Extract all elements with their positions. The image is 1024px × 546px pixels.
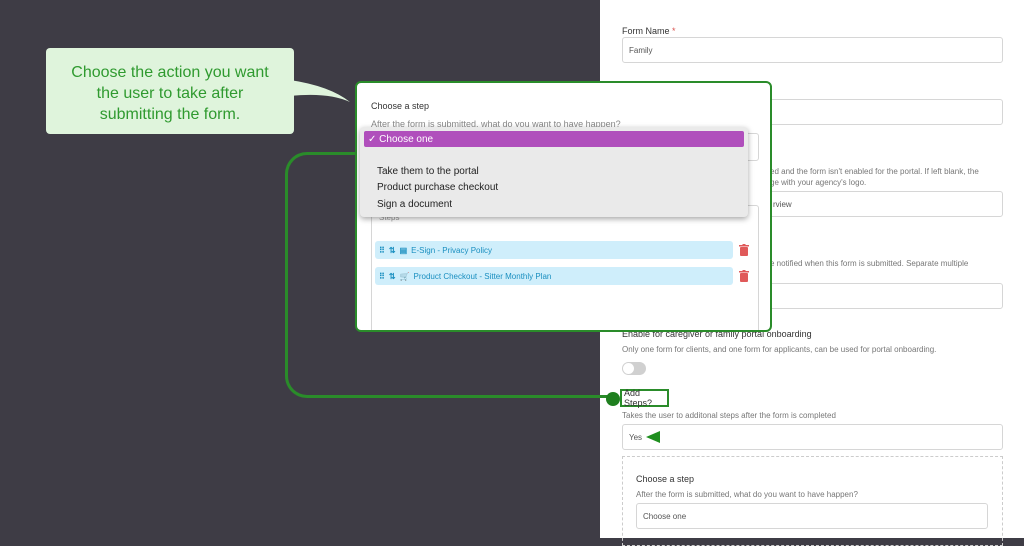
trash-icon[interactable] <box>739 270 749 282</box>
form-name-label: Form Name * <box>622 26 676 36</box>
dropdown-option-sign[interactable]: Sign a document <box>377 199 453 210</box>
callout-line-3: submitting the form. <box>99 106 241 123</box>
cart-icon: 🛒 <box>399 271 410 281</box>
portal-onboarding-description: Only one form for clients, and one form … <box>622 345 937 354</box>
logo-description-2: ge with your agency's logo. <box>770 178 867 187</box>
dropdown-option-selected[interactable]: ✓ Choose one <box>364 131 744 147</box>
callout-line-1: Choose the action you want <box>71 64 269 81</box>
dropdown-option-portal[interactable]: Take them to the portal <box>377 166 479 177</box>
steps-label: Steps <box>379 213 400 222</box>
notify-description: e notified when this form is submitted. … <box>770 259 969 268</box>
step-dropdown-menu: ✓ Choose one Take them to the portal Pro… <box>360 127 748 217</box>
drag-handle-icon[interactable]: ⠿ <box>379 245 385 255</box>
dropdown-option-checkout[interactable]: Product purchase checkout <box>377 182 499 193</box>
toggle-knob <box>623 363 634 374</box>
add-steps-select[interactable]: Yes <box>622 424 1003 450</box>
choose-step-select[interactable]: Choose one <box>636 503 988 529</box>
add-steps-label: Add Steps? <box>620 388 669 408</box>
sort-icon: ⇅ <box>388 245 396 255</box>
trash-icon[interactable] <box>739 244 749 256</box>
logo-description: ed and the form isn't enabled for the po… <box>770 167 979 176</box>
step-item[interactable]: ⠿ ⇅ ▤ E-Sign - Privacy Policy <box>375 241 733 259</box>
portal-onboarding-toggle[interactable] <box>622 362 646 375</box>
drag-handle-icon[interactable]: ⠿ <box>379 271 385 281</box>
connector-dot <box>606 392 620 406</box>
step-label: Product Checkout - Sitter Monthly Plan <box>413 271 552 281</box>
zoom-subtitle: After the form is submitted, what do you… <box>371 119 621 129</box>
step-label: E-Sign - Privacy Policy <box>411 245 493 255</box>
step-item[interactable]: ⠿ ⇅ 🛒 Product Checkout - Sitter Monthly … <box>375 267 733 285</box>
pointer-arrow-icon <box>646 431 660 443</box>
portal-onboarding-label: Enable for caregiver or family portal on… <box>622 329 812 339</box>
form-name-input[interactable]: Family <box>622 37 1003 63</box>
sort-icon: ⇅ <box>388 271 396 281</box>
zoom-title: Choose a step <box>371 101 430 111</box>
callout-bubble: Choose the action you want the user to t… <box>46 48 294 134</box>
document-icon: ▤ <box>399 245 408 255</box>
add-steps-description: Takes the user to additonal steps after … <box>622 411 836 420</box>
step-container <box>622 456 1003 546</box>
choose-step-label: Choose a step <box>636 474 695 484</box>
callout-line-2: the user to take after <box>96 85 244 102</box>
choose-step-description: After the form is submitted, what do you… <box>636 490 858 499</box>
